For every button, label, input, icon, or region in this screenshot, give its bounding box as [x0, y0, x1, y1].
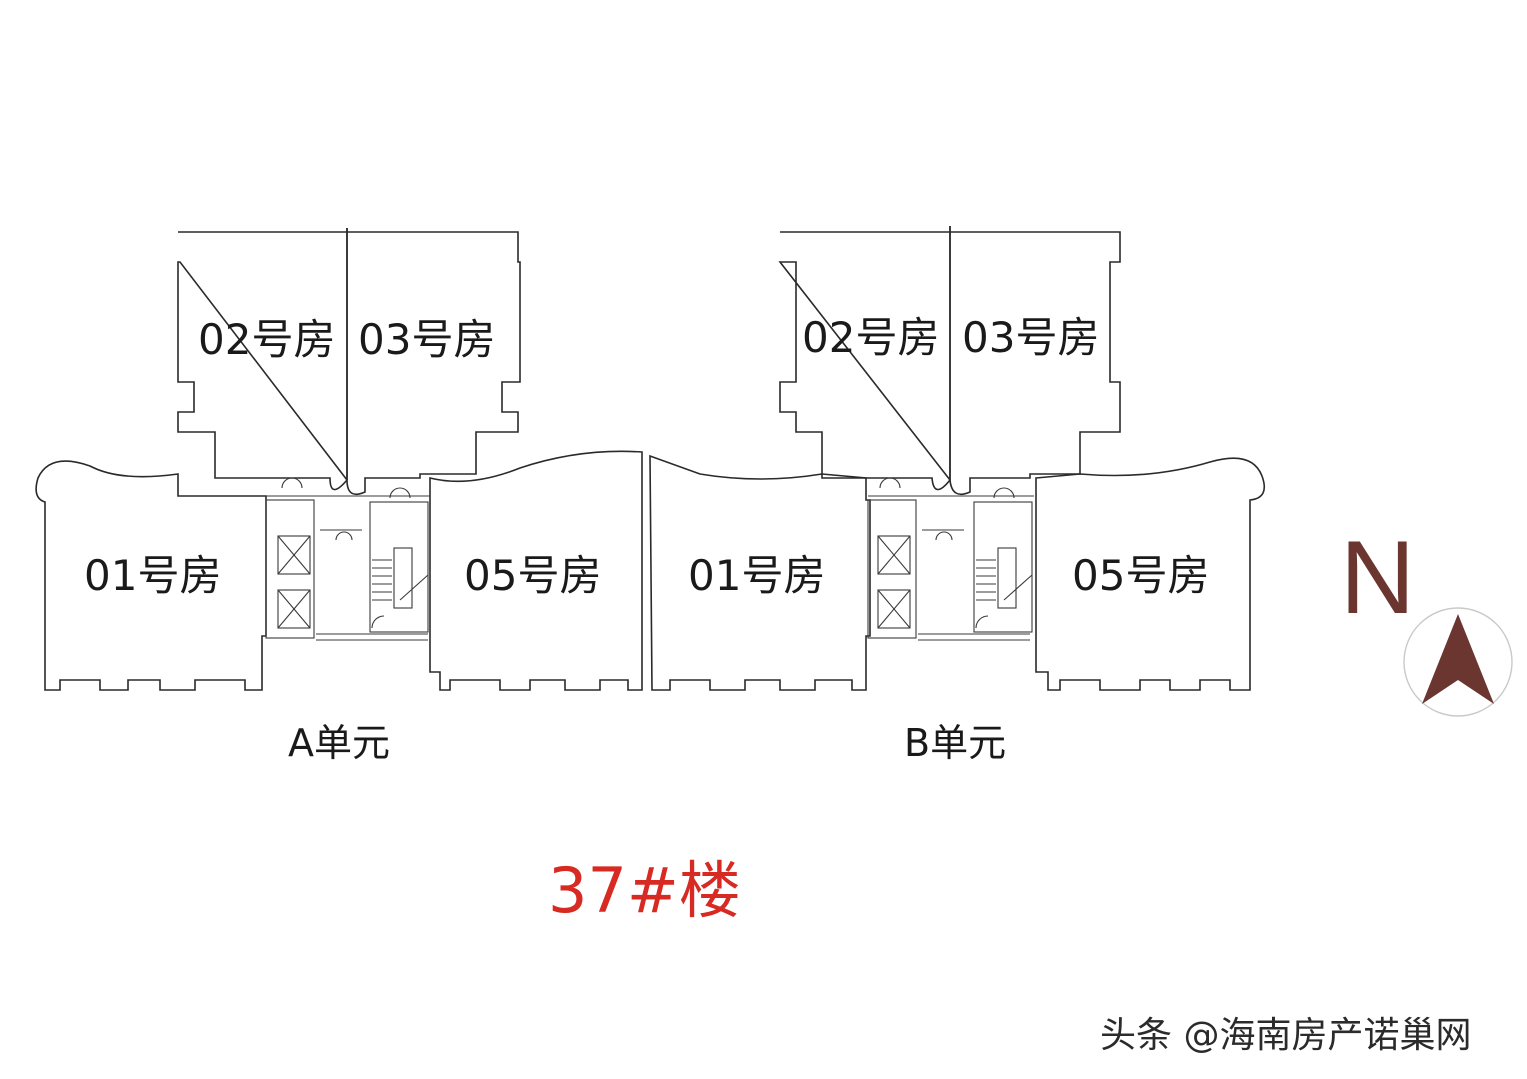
unit-a-plan	[35, 228, 643, 691]
unit-b-room-02-label: 02号房	[802, 313, 939, 362]
unit-a-room-01-wall	[35, 460, 267, 691]
unit-a-north-tower	[177, 228, 521, 496]
unit-a-room-01-label: 01号房	[84, 551, 221, 600]
unit-b-elevator-2	[877, 589, 911, 629]
unit-b-north-tower	[778, 226, 1121, 496]
north-arrow-icon	[1403, 607, 1513, 717]
unit-b-stair	[973, 501, 1033, 633]
unit-a-room-03-label: 03号房	[358, 315, 495, 364]
unit-a-label: A单元	[288, 721, 390, 765]
unit-a-room-05-wall	[429, 450, 643, 691]
unit-a-elevator-1	[277, 535, 311, 575]
unit-a-elevator-shaft	[265, 499, 315, 639]
unit-b-elevator-shaft	[867, 499, 917, 639]
unit-b-room-05-label: 05号房	[1072, 551, 1209, 600]
unit-b-elevator-1	[877, 535, 911, 575]
unit-b-plan	[649, 226, 1266, 691]
north-label: N	[1340, 520, 1416, 636]
unit-b-room-03-label: 03号房	[962, 313, 1099, 362]
watermark: 头条 @海南房产诺巢网	[1100, 1015, 1472, 1056]
unit-a-room-05-label: 05号房	[464, 551, 601, 600]
unit-b-room-01-label: 01号房	[688, 551, 825, 600]
building-title: 37#楼	[548, 854, 741, 927]
unit-b-room-05-wall	[1035, 457, 1266, 691]
unit-a-elevator-2	[277, 589, 311, 629]
unit-a-stair	[369, 501, 429, 633]
unit-a-room-02-label: 02号房	[198, 315, 335, 364]
unit-b-label: B单元	[904, 721, 1006, 765]
